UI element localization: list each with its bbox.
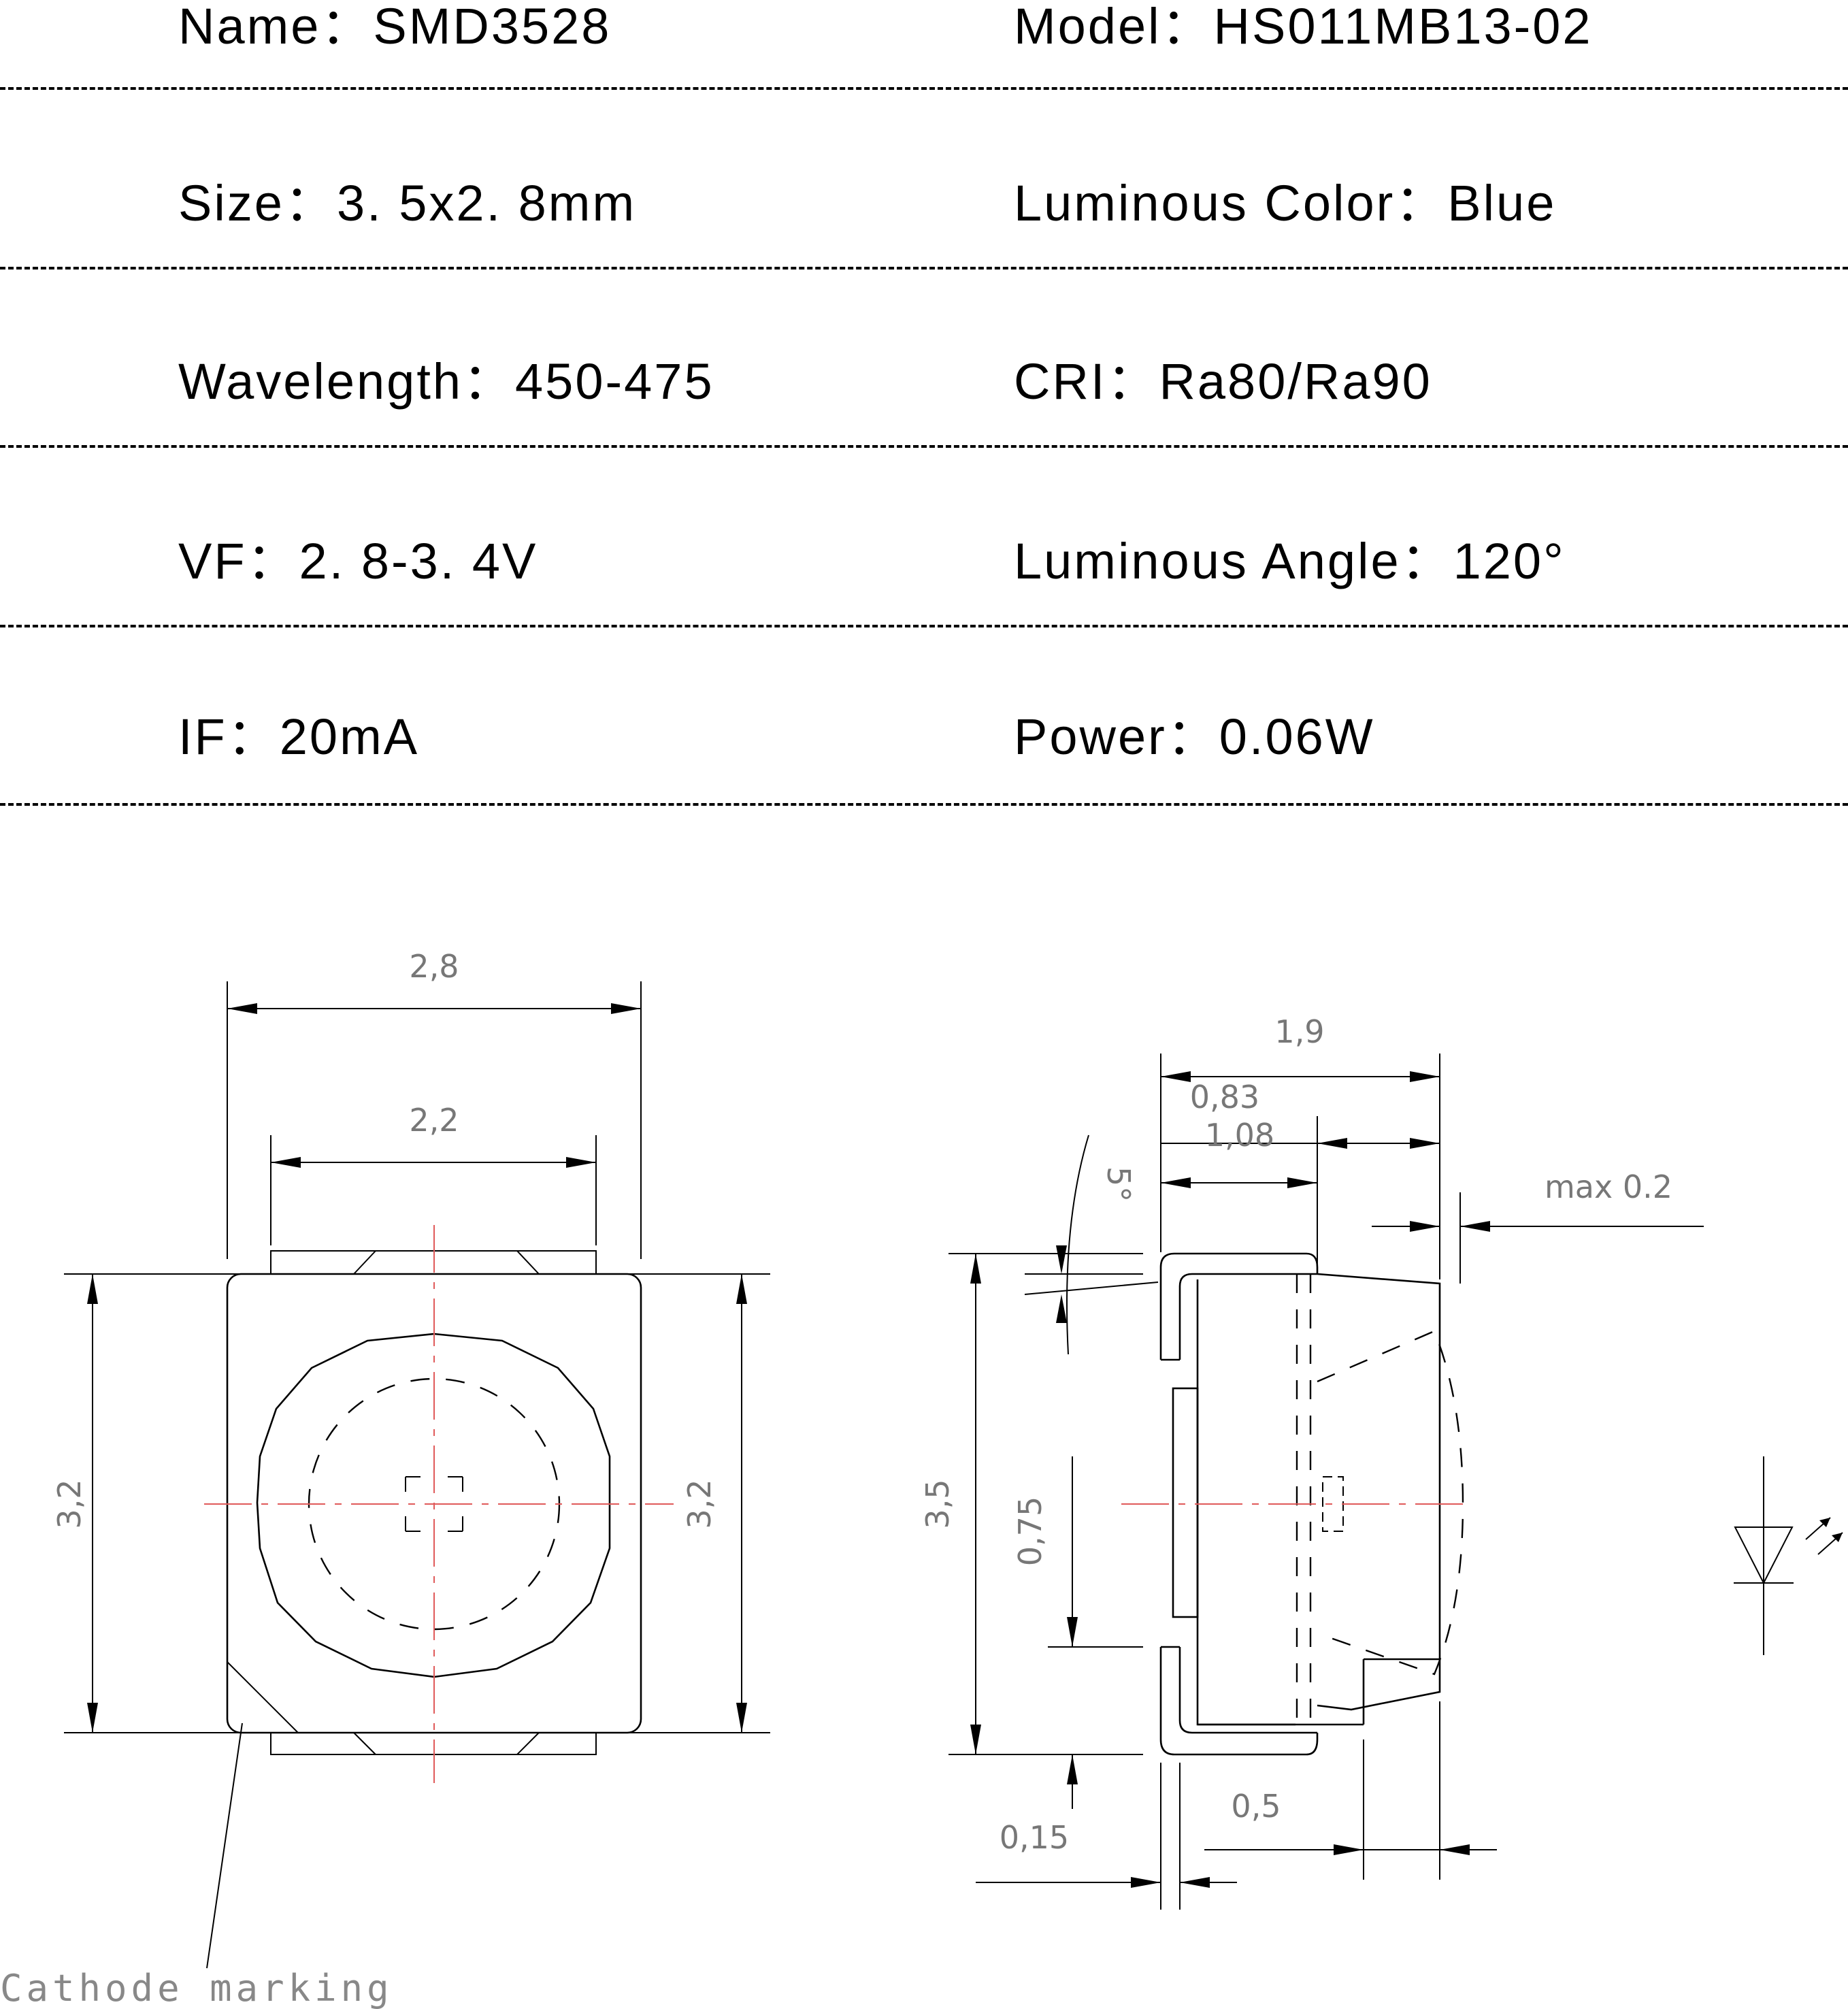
row-divider <box>0 625 1848 627</box>
led-diode-icon <box>1734 1456 1843 1655</box>
side-pad <box>1172 1387 1199 1618</box>
spec-luminous-angle: Luminous Angle：120° <box>1014 533 1566 589</box>
spec-wavelength: Wavelength：450-475 <box>178 353 714 410</box>
row-divider <box>0 803 1848 806</box>
cathode-marking-label: Cathode marking <box>0 1967 393 2009</box>
spec-table: Name：SMD3528 Model：HS011MB13-02 Size：3. … <box>0 0 1848 817</box>
spec-cri: CRI：Ra80/Ra90 <box>1014 353 1432 410</box>
dim-width-inner: 2,2 <box>409 1102 459 1139</box>
die-mark <box>405 1476 463 1532</box>
side-lens-dash <box>1317 1330 1464 1676</box>
row-divider <box>0 445 1848 448</box>
dim-line-angle <box>1066 1134 1089 1355</box>
dim-width-b: 1,08 <box>1205 1117 1274 1154</box>
top-view: 2,8 2,2 3,2 3,2 Cathode marking <box>0 948 770 2009</box>
spec-if: IF：20mA <box>178 708 420 765</box>
dim-height-total: 3,5 <box>919 1479 956 1529</box>
dim-thickness: 0,15 <box>1000 1819 1069 1856</box>
dim-height-right: 3,2 <box>681 1479 718 1529</box>
cathode-leader <box>206 1722 243 1969</box>
dim-max: max 0.2 <box>1545 1169 1672 1205</box>
dim-lens-offset: 0,5 <box>1231 1788 1281 1825</box>
dim-angle: 5° <box>1100 1166 1137 1202</box>
dim-height-left: 3,2 <box>51 1479 88 1529</box>
row-divider <box>0 267 1848 270</box>
dim-width-total: 1,9 <box>1274 1013 1324 1050</box>
lens-outline <box>256 1333 611 1678</box>
bottom-lead <box>1159 1647 1319 1756</box>
spec-name: Name：SMD3528 <box>178 0 612 54</box>
spec-size: Size：3. 5x2. 8mm <box>178 175 637 231</box>
top-lead <box>1159 1252 1319 1360</box>
spec-vf: VF：2. 8-3. 4V <box>178 533 538 589</box>
dim-width-a: 0,83 <box>1190 1079 1259 1115</box>
spec-luminous-color: Luminous Color：Blue <box>1014 175 1557 231</box>
cathode-chamfer <box>227 1661 299 1733</box>
dim-width-outer: 2,8 <box>409 948 459 985</box>
row-divider <box>0 87 1848 90</box>
side-view: 1,9 0,83 1,08 5° max 0.2 3,5 <box>919 1013 1704 1910</box>
spec-power: Power：0.06W <box>1014 708 1375 765</box>
side-body <box>1196 1273 1441 1726</box>
spec-model: Model：HS011MB13-02 <box>1014 0 1593 54</box>
dim-pad-height: 0,75 <box>1012 1497 1049 1566</box>
